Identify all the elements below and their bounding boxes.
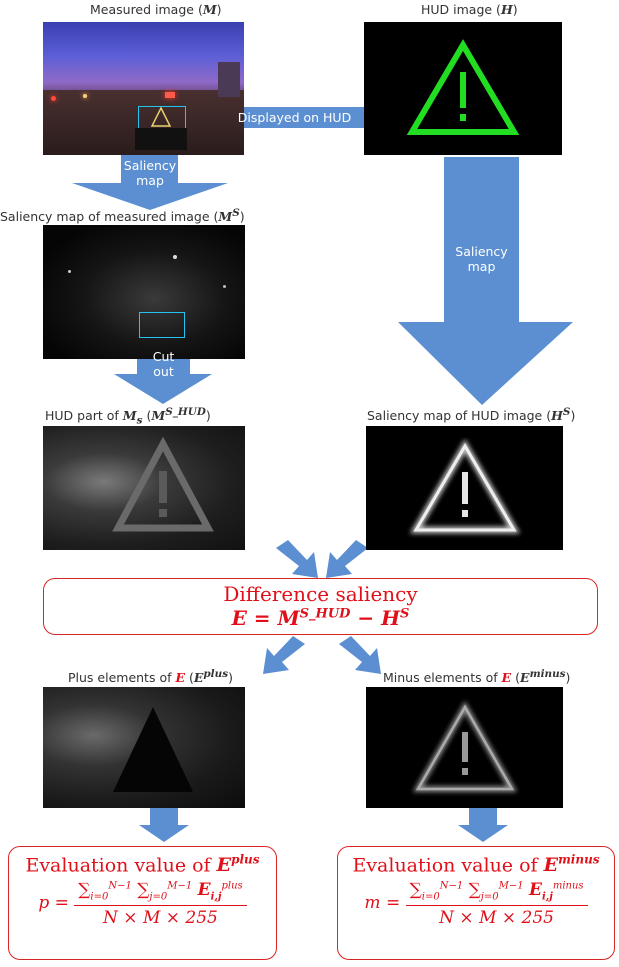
down-arrow-plus: [139, 808, 189, 842]
saliency-measured-label: Saliency map of measured image (MS): [0, 207, 245, 225]
minus-elements-image: [366, 687, 563, 808]
diag-arrow-3: [263, 636, 305, 674]
warning-triangle-icon: [113, 707, 193, 792]
warning-triangle-icon: [415, 704, 515, 791]
plus-elements-label: Plus elements of E (Eplus): [68, 668, 233, 686]
saliency-map-arrow-left: [72, 155, 228, 210]
difference-formula: E = MS_HUD − HS: [231, 606, 410, 630]
diag-arrow-1: [276, 540, 318, 578]
difference-saliency-box: Difference saliency E = MS_HUD − HS: [43, 578, 598, 635]
eval-minus-title: Evaluation value of Eminus: [352, 853, 600, 877]
warning-triangle-icon: [150, 106, 172, 127]
difference-title: Difference saliency: [223, 582, 418, 606]
plus-elements-image: [43, 687, 245, 808]
measured-image-label: Measured image (M): [90, 2, 222, 17]
displayed-on-hud-text: Displayed on HUD: [237, 110, 352, 125]
saliency-measured-image: [43, 225, 245, 359]
minus-elements-label: Minus elements of E (Eminus): [383, 668, 571, 686]
cut-out-arrow: [114, 344, 212, 404]
saliency-map-arrow-right: [398, 157, 573, 405]
warning-triangle-icon: [406, 39, 520, 135]
diag-arrow-4: [339, 636, 381, 674]
eval-minus-formula: m = ∑i=0N−1 ∑j=0M−1 Ei,jminus N × M × 25…: [338, 880, 614, 928]
hud-part-image: [43, 426, 245, 550]
hud-image: [364, 22, 562, 155]
measured-image: [43, 22, 244, 155]
hud-part-label: HUD part of Ms (MS_HUD): [45, 406, 211, 427]
warning-triangle-icon: [112, 436, 214, 532]
saliency-hud-image: [366, 426, 563, 550]
eval-plus-formula: p = ∑i=0N−1 ∑j=0M−1 Ei,jplus N × M × 255: [9, 880, 276, 928]
eval-plus-title: Evaluation value of Eplus: [25, 853, 260, 877]
hud-image-label: HUD image (H): [421, 2, 518, 17]
eval-plus-box: Evaluation value of Eplus p = ∑i=0N−1 ∑j…: [8, 846, 277, 960]
saliency-hud-label: Saliency map of HUD image (HS): [367, 406, 576, 424]
eval-minus-box: Evaluation value of Eminus m = ∑i=0N−1 ∑…: [337, 846, 615, 960]
displayed-on-hud-arrow: [192, 88, 367, 146]
down-arrow-minus: [458, 808, 508, 842]
diag-arrow-2: [326, 540, 368, 578]
warning-triangle-icon: [413, 443, 517, 532]
